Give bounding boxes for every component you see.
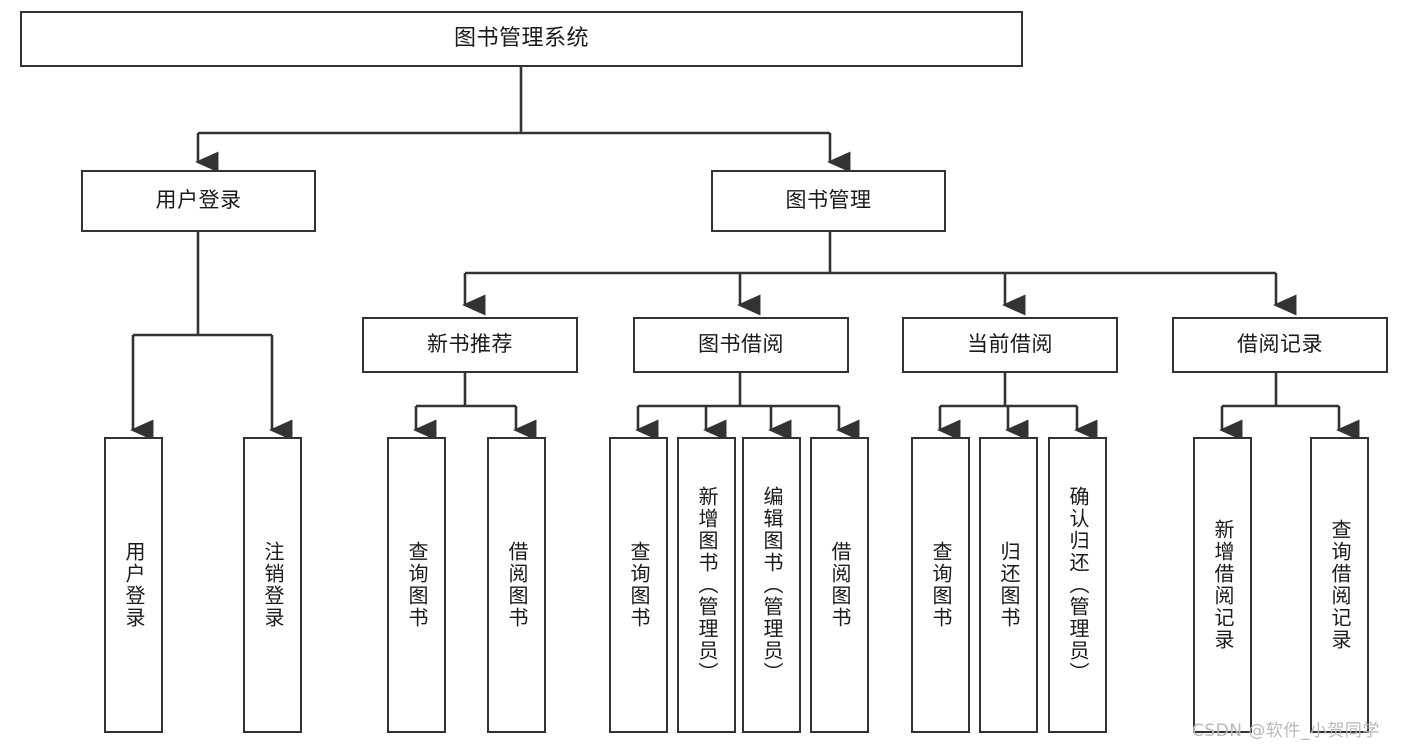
leaf-borrow-book-1[interactable]: 借阅图书	[487, 437, 546, 733]
node-book-management-label: 图书管理	[785, 188, 872, 213]
leaf-add-borrow-record-label: 新增借阅记录	[1211, 519, 1235, 651]
leaf-query-book-3-label: 查询图书	[929, 541, 953, 629]
leaf-add-book-admin[interactable]: 新增图书（管理员）	[677, 437, 736, 733]
leaf-confirm-return-admin-label: 确认归还（管理员）	[1066, 486, 1090, 684]
node-book-borrow[interactable]: 图书借阅	[633, 317, 849, 373]
leaf-logout-login-label: 注销登录	[261, 541, 285, 629]
leaf-borrow-book-2-label: 借阅图书	[828, 541, 852, 629]
leaf-query-book-1-label: 查询图书	[405, 541, 429, 629]
node-borrow-record[interactable]: 借阅记录	[1172, 317, 1388, 373]
node-user-login-label: 用户登录	[155, 188, 242, 213]
leaf-add-book-admin-label: 新增图书（管理员）	[695, 486, 719, 684]
leaf-user-login[interactable]: 用户登录	[104, 437, 163, 733]
node-root-label: 图书管理系统	[453, 25, 589, 51]
node-current-borrow[interactable]: 当前借阅	[902, 317, 1118, 373]
leaf-edit-book-admin-label: 编辑图书（管理员）	[760, 486, 784, 684]
leaf-borrow-book-1-label: 借阅图书	[505, 541, 529, 629]
leaf-confirm-return-admin[interactable]: 确认归还（管理员）	[1048, 437, 1107, 733]
leaf-query-borrow-record-label: 查询借阅记录	[1328, 519, 1352, 651]
node-root-system[interactable]: 图书管理系统	[20, 11, 1023, 67]
leaf-return-book-label: 归还图书	[997, 541, 1021, 629]
node-new-book-recommend[interactable]: 新书推荐	[362, 317, 578, 373]
node-new-book-recommend-label: 新书推荐	[427, 332, 513, 357]
node-current-borrow-label: 当前借阅	[967, 332, 1053, 357]
leaf-query-borrow-record[interactable]: 查询借阅记录	[1310, 437, 1369, 733]
leaf-user-login-label: 用户登录	[122, 541, 146, 629]
leaf-query-book-2[interactable]: 查询图书	[609, 437, 668, 733]
leaf-logout-login[interactable]: 注销登录	[243, 437, 302, 733]
leaf-edit-book-admin[interactable]: 编辑图书（管理员）	[742, 437, 801, 733]
leaf-return-book[interactable]: 归还图书	[979, 437, 1038, 733]
leaf-borrow-book-2[interactable]: 借阅图书	[810, 437, 869, 733]
node-borrow-record-label: 借阅记录	[1237, 332, 1323, 357]
leaf-add-borrow-record[interactable]: 新增借阅记录	[1193, 437, 1252, 733]
node-user-login[interactable]: 用户登录	[81, 170, 316, 232]
leaf-query-book-2-label: 查询图书	[627, 541, 651, 629]
node-book-management[interactable]: 图书管理	[711, 170, 946, 232]
node-book-borrow-label: 图书借阅	[698, 332, 784, 357]
leaf-query-book-3[interactable]: 查询图书	[911, 437, 970, 733]
leaf-query-book-1[interactable]: 查询图书	[387, 437, 446, 733]
